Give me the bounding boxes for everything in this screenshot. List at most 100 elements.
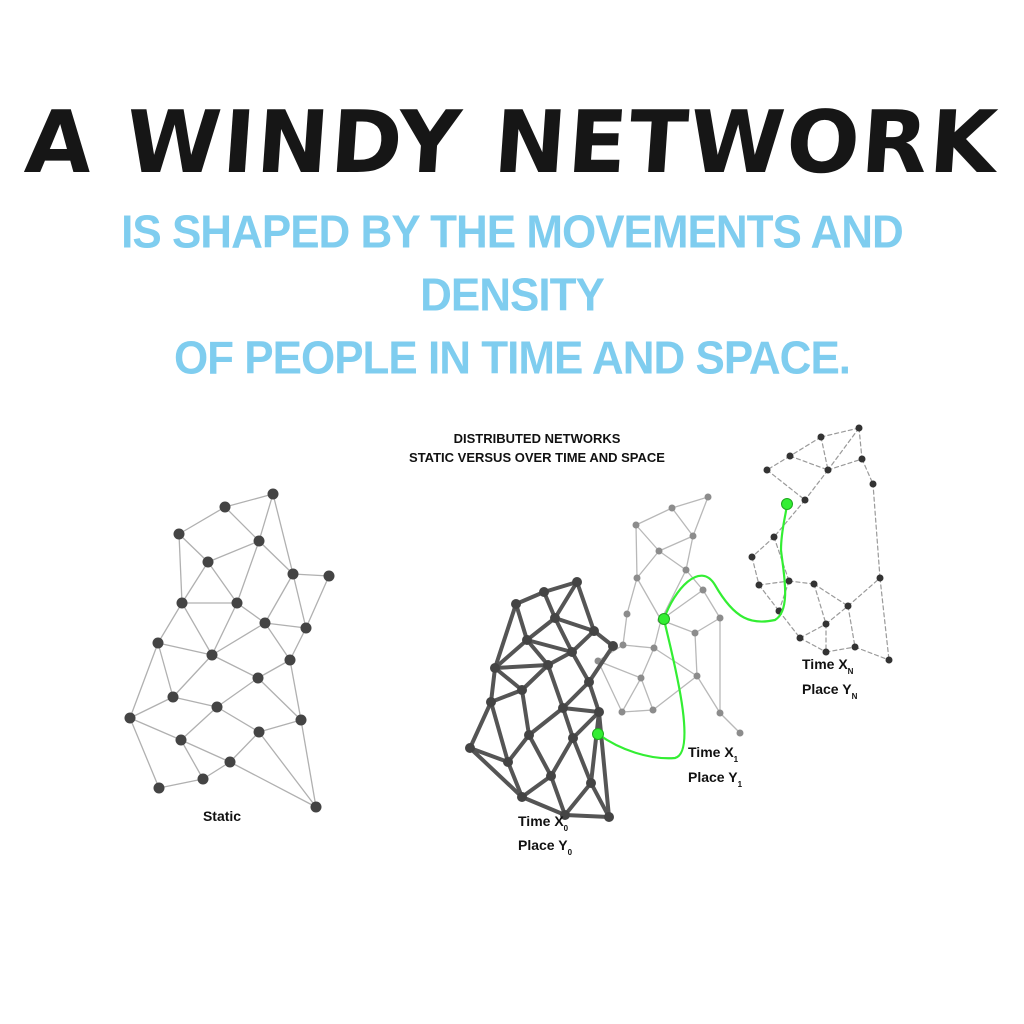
- network-node: [568, 733, 578, 743]
- network-node: [691, 629, 699, 637]
- network-edge: [527, 733, 553, 778]
- network-node: [876, 574, 884, 582]
- network-node: [817, 433, 825, 441]
- network-edge: [207, 540, 260, 563]
- network-edge: [224, 493, 274, 508]
- network-node: [704, 493, 712, 501]
- network-edge: [514, 602, 529, 642]
- network-node: [543, 660, 553, 670]
- network-edge: [827, 427, 860, 471]
- network-node: [224, 756, 236, 768]
- static-network: [124, 488, 335, 813]
- network-edge: [520, 663, 550, 692]
- network-edge: [872, 483, 881, 579]
- network-node: [206, 649, 218, 661]
- network-edge: [181, 602, 213, 656]
- network-node: [546, 771, 556, 781]
- network-node: [699, 586, 707, 594]
- network-edge: [257, 659, 291, 679]
- network-edge: [561, 706, 575, 740]
- network-edge: [520, 774, 553, 799]
- network-node: [755, 581, 763, 589]
- network-node: [202, 556, 214, 568]
- network-edge: [514, 590, 546, 606]
- network-edge: [788, 580, 815, 585]
- network-edge: [292, 573, 330, 577]
- subtitle-line-1: IS SHAPED BY THE MOVEMENTS AND DENSITY: [121, 206, 904, 322]
- network-time-0: [465, 577, 618, 822]
- network-edge: [621, 709, 654, 713]
- network-edge: [468, 746, 524, 799]
- network-node: [650, 644, 658, 652]
- network-edge: [635, 507, 673, 526]
- network-edge: [207, 561, 238, 604]
- movement-waypoint: [781, 498, 793, 510]
- network-edge: [658, 550, 687, 571]
- network-edge: [525, 638, 550, 667]
- network-node: [619, 641, 627, 649]
- network-edge: [799, 637, 827, 653]
- network-edge: [553, 616, 574, 654]
- network-node: [219, 501, 231, 513]
- movement-waypoint: [658, 613, 670, 625]
- network-node: [560, 810, 570, 820]
- network-edge: [525, 616, 557, 642]
- network-edge: [520, 795, 567, 817]
- network-edge: [172, 654, 213, 698]
- network-node: [623, 610, 631, 618]
- network-node: [649, 706, 657, 714]
- network-edge: [640, 647, 655, 679]
- network-node: [231, 597, 243, 609]
- network-node: [253, 726, 265, 738]
- network-edge: [563, 781, 593, 817]
- network-edge: [766, 455, 791, 471]
- network-node: [153, 782, 165, 794]
- network-node: [253, 535, 265, 547]
- network-edge: [211, 654, 259, 679]
- network-node: [633, 574, 641, 582]
- network-edge: [258, 719, 302, 733]
- network-node: [522, 635, 532, 645]
- place-1-label: Place Y1: [688, 769, 743, 789]
- static-label: Static: [203, 808, 241, 824]
- time-1-label: Time X1: [688, 744, 739, 764]
- network-edge: [652, 675, 698, 711]
- network-node: [323, 570, 335, 582]
- network-edge: [542, 580, 579, 594]
- network-edge: [766, 469, 806, 501]
- network-edge: [820, 427, 860, 438]
- network-edge: [520, 688, 531, 737]
- network-node: [567, 647, 577, 657]
- network-node: [539, 587, 549, 597]
- network-edge: [660, 569, 687, 621]
- network-edge: [264, 622, 307, 629]
- network-time-n: [748, 424, 893, 664]
- network-edge: [636, 550, 660, 579]
- network-node: [682, 566, 690, 574]
- network-edge: [622, 613, 628, 646]
- subtitle-line-2: OF PEOPLE IN TIME AND SPACE.: [173, 332, 851, 385]
- network-edge: [621, 677, 642, 713]
- network-node: [211, 701, 223, 713]
- network-node: [608, 641, 618, 651]
- network-edge: [180, 739, 231, 763]
- network-edge: [685, 569, 704, 591]
- network-edge: [272, 493, 294, 575]
- network-edge: [671, 507, 694, 537]
- network-node: [152, 637, 164, 649]
- network-edge: [571, 736, 593, 785]
- network-edge: [553, 616, 596, 633]
- network-node: [786, 452, 794, 460]
- network-edge: [264, 573, 294, 624]
- network-edge: [847, 605, 856, 648]
- network-node: [300, 622, 312, 634]
- network-edge: [229, 731, 260, 763]
- network-node: [511, 599, 521, 609]
- network-edge: [525, 638, 574, 654]
- network-node: [855, 424, 863, 432]
- network-edge: [489, 700, 510, 764]
- network-edge: [778, 610, 801, 639]
- network-edge: [236, 540, 260, 604]
- network-edge: [563, 813, 611, 819]
- network-edge: [493, 638, 529, 670]
